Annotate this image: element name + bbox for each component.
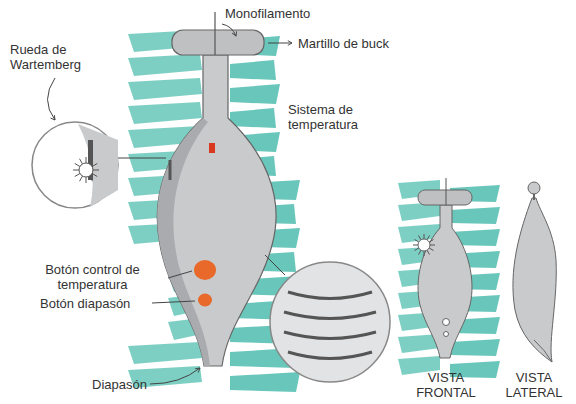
wheel-spike — [424, 234, 425, 239]
brush-stroke — [128, 102, 202, 124]
wheel-spike — [86, 157, 87, 163]
wheel-spike — [414, 240, 418, 243]
part-label: Monofilamento — [225, 6, 335, 21]
wheel-spike — [427, 235, 430, 239]
brush-stroke — [450, 207, 500, 224]
wheel-spike — [427, 250, 430, 254]
part-label: VISTA LATERAL — [496, 370, 572, 400]
main-device — [157, 12, 276, 366]
wheel-spike — [90, 159, 93, 164]
wheel-spike — [430, 245, 435, 246]
wheel-spike — [419, 235, 422, 239]
wheel-spike — [86, 177, 87, 183]
brush-stroke — [128, 342, 202, 364]
part-label: Martillo de buck — [298, 36, 418, 51]
brush-stroke — [230, 108, 276, 128]
wheel-spike — [92, 164, 97, 167]
wheel-spike — [93, 170, 99, 171]
brush-stroke — [128, 78, 202, 100]
temperature-inset — [270, 262, 390, 382]
brush-stroke — [230, 84, 280, 104]
wheel-spike — [80, 159, 83, 164]
front-view — [413, 178, 472, 358]
wheel-spike — [90, 176, 93, 181]
wheel-spike — [414, 248, 418, 251]
part-label: Diapasón — [92, 377, 162, 392]
part-label: VISTA FRONTAL — [410, 370, 482, 400]
wheel-spike — [413, 245, 418, 246]
part-label: Rueda de Wartemberg — [10, 42, 105, 72]
part-label: Botón control de temperatura — [20, 262, 165, 292]
brush-stroke — [230, 372, 300, 392]
wheel-spike — [92, 174, 97, 177]
wheel-spike — [429, 248, 433, 251]
part-label: Botón diapasón — [40, 296, 150, 311]
brush-strokes — [128, 30, 500, 392]
lateral-view — [513, 182, 556, 362]
wheel-spike — [75, 174, 80, 177]
wheel-spike — [73, 170, 79, 171]
wheel-spike — [80, 176, 83, 181]
part-label: Sistema de temperatura — [288, 102, 383, 132]
brush-stroke — [450, 339, 500, 356]
wheel-inset — [32, 122, 118, 208]
wheel-spike — [419, 250, 422, 254]
brush-stroke — [128, 54, 202, 76]
wheel-spike — [75, 164, 80, 167]
brush-stroke — [230, 60, 276, 80]
wheel-spike — [424, 251, 425, 256]
wheel-spike — [429, 240, 433, 243]
